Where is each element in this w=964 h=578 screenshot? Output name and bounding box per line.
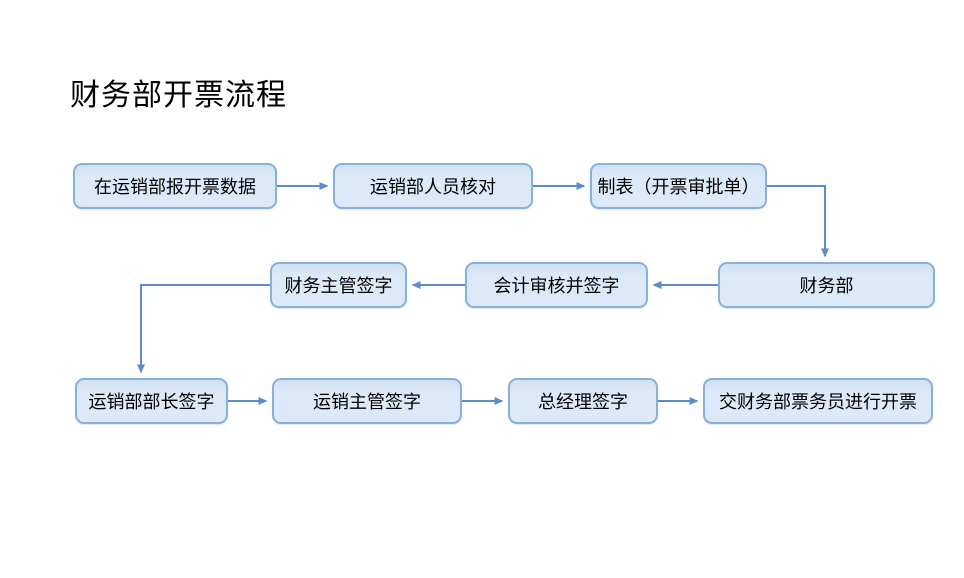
- arrow-finsup-to-saleschief: [137, 284, 270, 374]
- node-report-invoice-data: 在运销部报开票数据: [73, 163, 277, 209]
- node-sales-dept-verify: 运销部人员核对: [333, 163, 533, 209]
- arrow-createform-to-finance: [767, 185, 829, 258]
- node-deliver-to-ticket-clerk: 交财务部票务员进行开票: [703, 378, 933, 424]
- node-sales-dept-chief-sign: 运销部部长签字: [75, 378, 228, 424]
- node-sales-supervisor-sign: 运销主管签字: [272, 378, 462, 424]
- node-finance-supervisor-sign: 财务主管签字: [270, 262, 407, 308]
- node-finance-dept: 财务部: [718, 262, 935, 308]
- page-title: 财务部开票流程: [70, 79, 287, 112]
- node-accountant-review-sign: 会计审核并签字: [465, 262, 648, 308]
- node-general-manager-sign: 总经理签字: [508, 378, 658, 424]
- node-create-approval-form: 制表（开票审批单）: [590, 163, 767, 209]
